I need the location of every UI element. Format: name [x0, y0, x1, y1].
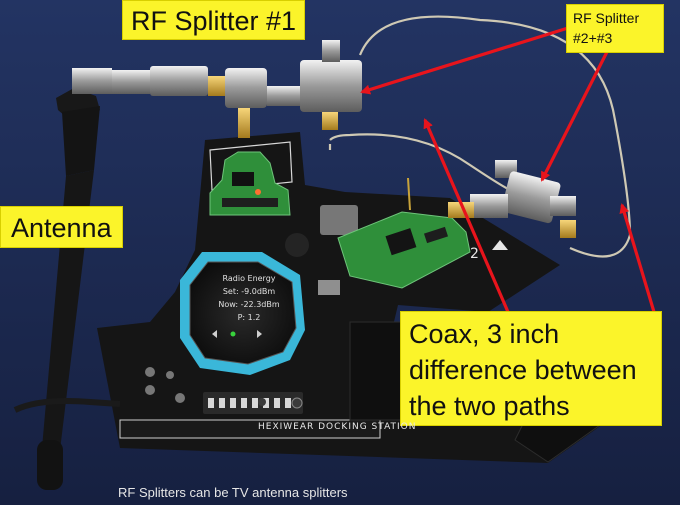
label-coax-line3: the two paths — [409, 391, 570, 421]
rf-splitter-1-assembly — [72, 40, 362, 138]
label-coax-line1: Coax, 3 inch — [409, 319, 560, 349]
label-coax-line2: difference between — [409, 355, 637, 385]
click-board-2 — [337, 177, 471, 289]
arrow-to-coax-2 — [619, 203, 656, 313]
annotation-arrows — [360, 26, 656, 313]
label-rf-splitter-2-3-line2: #2+#3 — [573, 30, 613, 46]
screen-now-value: Now: -22.3dBm — [218, 300, 280, 309]
label-antenna: Antenna — [0, 206, 123, 248]
label-rf-splitter-2-3-line1: RF Splitter — [573, 10, 640, 26]
label-coax: Coax, 3 inch difference between the two … — [400, 311, 662, 426]
label-rf-splitter-2-3: RF Splitter #2+#3 — [566, 4, 664, 53]
rf-splitter-2-3-assembly — [448, 160, 576, 238]
hexiwear-device — [180, 252, 305, 375]
screen-set-value: Set: -9.0dBm — [222, 287, 276, 296]
board-silkscreen-label: HEXIWEAR DOCKING STATION — [258, 422, 417, 432]
caption: RF Splitters can be TV antenna splitters — [118, 485, 348, 500]
screen-title: Radio Energy — [222, 274, 276, 283]
screen-p-value: P: 1.2 — [237, 313, 261, 322]
arrow-to-coax-1 — [423, 118, 510, 313]
arrow-to-splitter-3 — [540, 41, 614, 182]
coax-cables — [328, 15, 632, 258]
device-screen: Radio Energy Set: -9.0dBm Now: -22.3dBm … — [208, 272, 290, 342]
label-rf-splitter-1: RF Splitter #1 — [122, 0, 306, 40]
svg-text:2: 2 — [470, 246, 479, 262]
rf-meter-click-board — [209, 151, 291, 216]
arrow-to-splitter-2 — [360, 26, 569, 95]
